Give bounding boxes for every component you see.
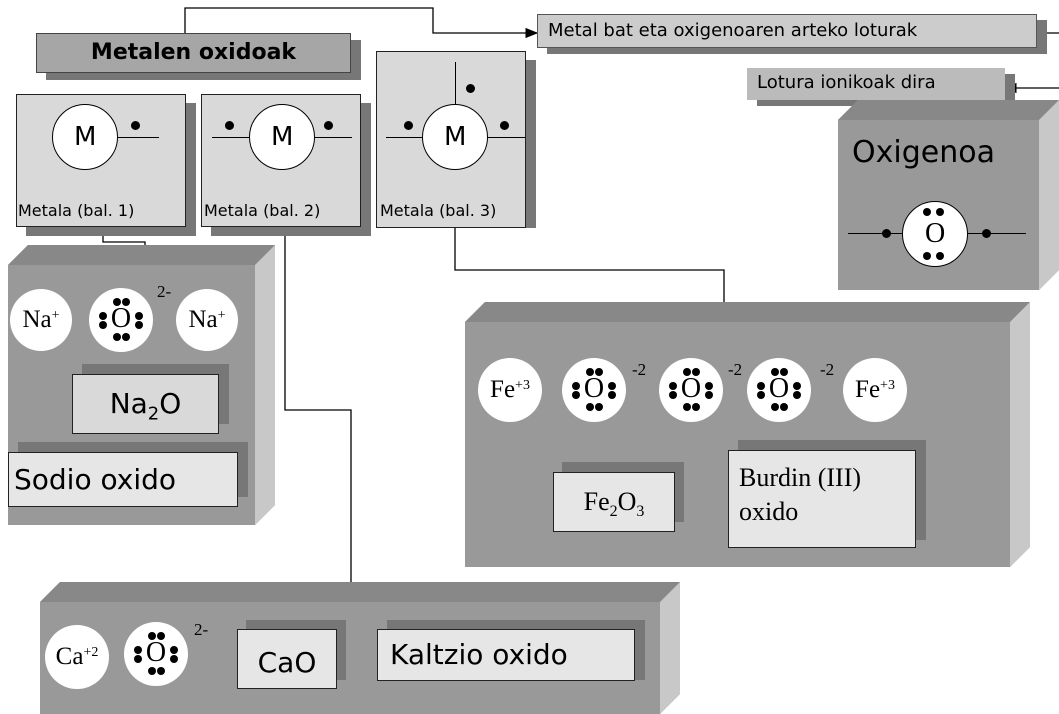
metal-atom-1 — [52, 104, 118, 170]
arrow-title-to-toplabel — [184, 7, 539, 39]
page-title-text: Metalen oxidoak — [90, 40, 297, 65]
ionic-label-text: Lotura ionikoak dira — [757, 72, 936, 93]
cao-formula: CaO — [237, 629, 337, 689]
oxide-charge-sodium: 2- — [157, 282, 172, 301]
fe2o3-formula: Fe2O3 — [553, 472, 675, 532]
oxide-charge-iron-1: -2 — [632, 360, 647, 379]
oxide-charge-calcium: 2- — [194, 620, 209, 639]
fe-ion-left: Fe+3 — [478, 358, 542, 422]
top-label: Metal bat eta oxigenoaren arteko loturak — [537, 14, 1037, 48]
metal-symbol-1: M — [74, 122, 97, 152]
oxide-ion-calcium: O — [124, 622, 188, 686]
metal-label-1: Metala (bal. 1) — [18, 201, 135, 220]
ca-ion: Ca+2 — [45, 625, 109, 689]
calcium-oxide-name: Kaltzio oxido — [377, 629, 635, 681]
metal-symbol-3: M — [444, 122, 467, 152]
oxide-ion-iron-1: O — [562, 358, 626, 422]
na-ion-right: Na+ — [176, 289, 238, 351]
oxygen-symbol: O — [925, 218, 946, 249]
oxide-ion-iron-2: O — [659, 358, 723, 422]
metal-label-2: Metala (bal. 2) — [204, 201, 321, 220]
arrow-metal2-to-calcium — [284, 228, 357, 602]
oxygen-atom — [902, 201, 968, 267]
iron-oxide-name: Burdin (III) oxido — [728, 450, 916, 548]
oxide-charge-iron-2: -2 — [728, 360, 743, 379]
page-title: Metalen oxidoak — [36, 33, 351, 73]
oxide-ion-iron-3: O — [747, 358, 811, 422]
oxide-ion-sodium: O — [89, 288, 153, 352]
ionic-label: Lotura ionikoak dira — [747, 68, 1005, 100]
sodium-oxide-name: Sodio oxido — [8, 452, 238, 507]
na-ion-left: Na+ — [10, 289, 72, 351]
top-label-text: Metal bat eta oxigenoaren arteko loturak — [548, 20, 918, 41]
metal-symbol-2: M — [271, 122, 294, 152]
metal-atom-2 — [249, 104, 315, 170]
oxide-charge-iron-3: -2 — [820, 360, 835, 379]
metal-label-3: Metala (bal. 3) — [380, 201, 497, 220]
na2o-formula: Na2O — [72, 374, 219, 434]
metal-atom-3 — [422, 104, 488, 170]
arrow-metal3-to-iron — [454, 228, 730, 322]
oxygen-title: Oxigenoa — [852, 135, 995, 170]
fe-ion-right: Fe+3 — [843, 358, 907, 422]
